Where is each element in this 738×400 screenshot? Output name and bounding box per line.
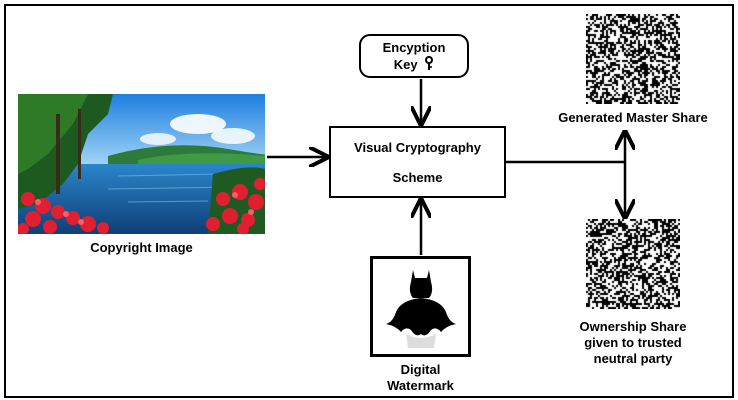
ownership-label-line1: Ownership Share xyxy=(579,319,687,334)
diagram-frame xyxy=(4,4,734,398)
ownership-share-label: Ownership Share given to trusted neutral… xyxy=(552,319,714,367)
visual-cryptography-scheme-box: Visual Cryptography Scheme xyxy=(329,126,506,198)
digital-watermark-label: Digital Watermark xyxy=(370,362,471,394)
lake-landscape-image xyxy=(18,94,265,234)
scheme-title-line2: Scheme xyxy=(392,170,443,185)
copyright-image xyxy=(18,94,265,234)
watermark-label-line1: Digital xyxy=(400,362,441,377)
encryption-key-line2: Key xyxy=(393,56,418,72)
copyright-image-label: Copyright Image xyxy=(90,240,193,255)
master-share-noise xyxy=(586,14,680,104)
ownership-label-line2: given to trusted xyxy=(584,335,682,350)
scheme-title-line1: Visual Cryptography xyxy=(354,140,481,155)
watermark-label-line2: Watermark xyxy=(387,378,454,393)
digital-watermark-box xyxy=(370,256,471,357)
master-share-label: Generated Master Share xyxy=(558,110,708,125)
ownership-share-noise xyxy=(586,219,680,309)
encryption-key-line2-row: Key xyxy=(393,55,434,73)
ownership-label-line3: neutral party xyxy=(593,351,673,366)
ownership-share-image xyxy=(586,219,680,309)
encryption-key-line1: Encyption xyxy=(382,39,446,55)
batman-silhouette-image xyxy=(385,269,456,348)
encryption-key-box: Encyption Key xyxy=(359,34,469,78)
master-share-image xyxy=(586,14,680,104)
key-icon xyxy=(425,55,434,70)
